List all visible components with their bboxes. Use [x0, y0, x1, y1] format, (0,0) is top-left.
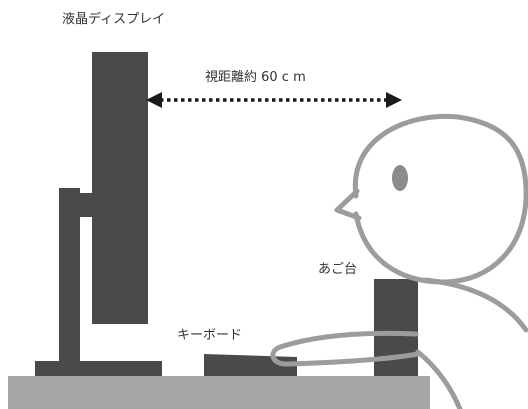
distance-arrowhead-right: [386, 92, 402, 108]
distance-arrowhead-left: [146, 92, 162, 108]
monitor-label: 液晶ディスプレイ: [62, 12, 166, 27]
observer-figure: [270, 113, 528, 409]
observer-body: [423, 277, 528, 333]
viewing-distance-label: 視距離約 60 c m: [205, 70, 306, 85]
chin-rest: [374, 279, 418, 376]
keyboard-label: キーボード: [177, 328, 243, 343]
monitor-stand-pole: [59, 188, 80, 363]
monitor-stand-arm: [76, 193, 96, 217]
observer-beak: [334, 188, 362, 221]
observer-eye: [392, 165, 408, 191]
observer-head: [352, 113, 528, 285]
chin-rest-label: あご台: [318, 262, 358, 277]
observer-chest: [415, 349, 463, 409]
monitor-stand-base: [35, 361, 162, 376]
desk: [8, 376, 430, 409]
observer-arm: [270, 330, 421, 367]
monitor-screen: [92, 52, 148, 324]
